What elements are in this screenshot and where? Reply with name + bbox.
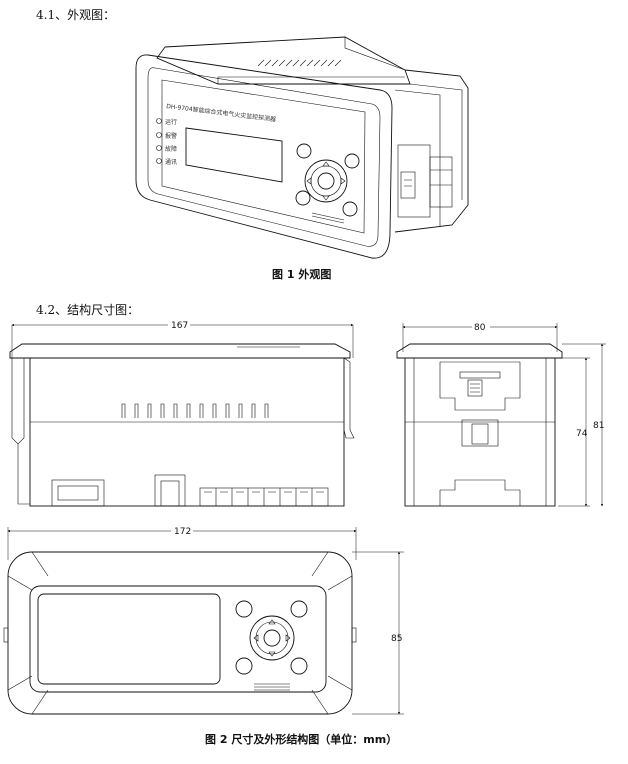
side-vents (121, 403, 269, 418)
top-vents (257, 59, 342, 67)
led-label-run: 运行 (165, 118, 177, 126)
dim-end-height-inner: 74 (576, 429, 588, 439)
figure1-isometric-device: DH-9704智能综合式电气火灾监控探测器 运行 报警 故障 通讯 (135, 36, 469, 259)
dim-end-width: 80 (474, 323, 486, 333)
indicator-leds: 运行 报警 故障 通讯 (156, 118, 177, 166)
section-heading-appearance: 4.1、外观图： (36, 8, 116, 22)
side-terminals (397, 144, 453, 218)
figure2-end-view: 80 74 81 (396, 321, 606, 507)
figure2-side-view: 167 (9, 319, 355, 507)
front-lcd (37, 593, 221, 685)
led-label-comm: 通讯 (165, 158, 177, 166)
dim-side-length: 167 (171, 321, 188, 331)
figure2-front-view: 172 85 (3, 525, 404, 715)
terminal-block (199, 487, 329, 507)
led-label-alarm: 报警 (165, 132, 177, 140)
panel-title: DH-9704智能综合式电气火灾监控探测器 (166, 102, 277, 123)
dim-front-height: 85 (391, 634, 402, 644)
figure2-caption: 图 2 尺寸及外形结构图（单位：mm） (205, 733, 398, 746)
keypad (295, 143, 360, 224)
section-heading-dimensions: 4.2、结构尺寸图： (36, 303, 140, 317)
led-label-fault: 故障 (165, 145, 177, 153)
figure1-caption: 图 1 外观图 (272, 268, 332, 281)
front-keypad (235, 600, 308, 691)
lcd-display (185, 127, 283, 183)
dim-end-height-outer: 81 (593, 421, 604, 431)
dim-front-length: 172 (174, 527, 191, 537)
